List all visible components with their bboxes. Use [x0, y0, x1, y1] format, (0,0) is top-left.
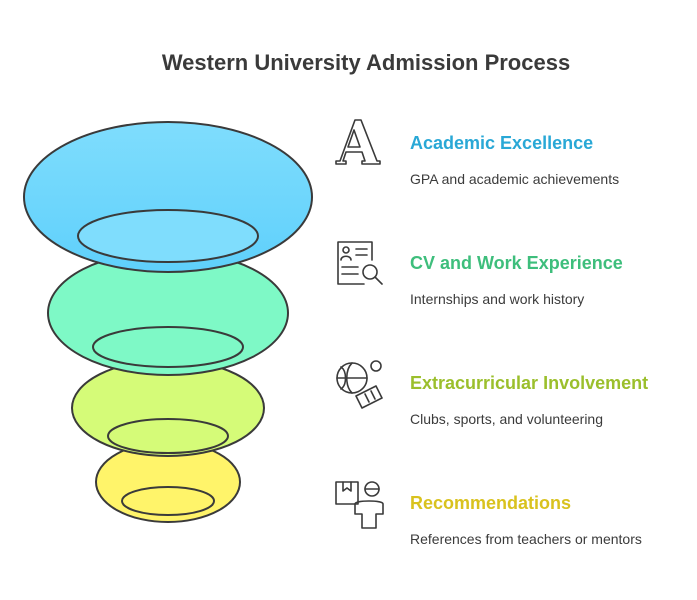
diagram-title: Western University Admission Process	[161, 50, 571, 75]
stage-title-academic: Academic Excellence	[410, 133, 594, 153]
funnel-layer-extracurricular	[71, 359, 265, 457]
resume-search-icon	[337, 241, 383, 285]
stage-desc-recommendations: References from teachers or mentors	[410, 531, 642, 547]
funnel-layer-academic	[23, 121, 313, 273]
stage-title-extracurricular: Extracurricular Involvement	[410, 373, 649, 393]
package-person-icon	[335, 481, 384, 529]
stage-title-recommendations: Recommendations	[410, 493, 572, 513]
stage-desc-academic: GPA and academic achievements	[410, 171, 620, 187]
stage-desc-extracurricular: Clubs, sports, and volunteering	[410, 411, 603, 427]
stage-desc-cv: Internships and work history	[410, 291, 585, 307]
stage-title-cv: CV and Work Experience	[410, 253, 623, 273]
letter-a-icon	[335, 119, 381, 165]
sports-ball-ticket-icon	[336, 360, 383, 409]
